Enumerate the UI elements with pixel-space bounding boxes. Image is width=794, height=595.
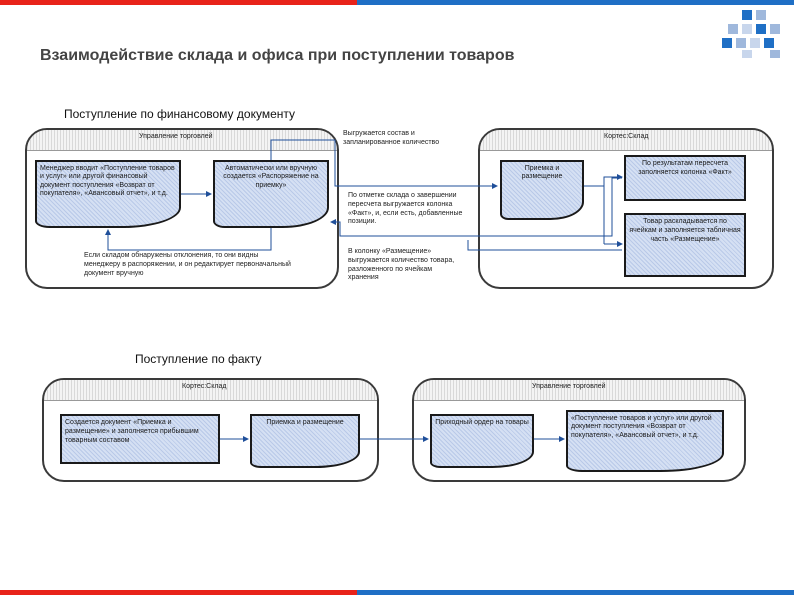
doc-receive-place-2: Приемка и размещение [250, 414, 360, 468]
section1-heading: Поступление по финансовому документу [64, 107, 295, 121]
note-mark: По отметке склада о завершении пересчета… [348, 192, 463, 226]
section2-heading: Поступление по факту [135, 352, 262, 366]
lane-title: Кортес:Склад [604, 133, 649, 140]
doc-auto-order: Автоматически или вручную создается «Рас… [213, 160, 329, 228]
lane-header [44, 380, 377, 401]
top-blue-bar [357, 0, 794, 5]
note-manager-edit: Если складом обнаружены отклонения, то о… [84, 252, 291, 277]
page-title: Взаимодействие склада и офиса при поступ… [40, 47, 515, 64]
note-placement: В колонку «Размещение» выгружается колич… [348, 248, 455, 282]
lane-title: Кортес:Склад [182, 383, 227, 390]
note-unload: Выгружается состав и запланированное кол… [343, 130, 440, 146]
lane-header [480, 130, 772, 151]
doc-incoming-order: Приходный ордер на товары [430, 414, 534, 468]
box-placement: Товар раскладывается по ячейкам и заполн… [624, 213, 746, 277]
lane-title: Управление торговлей [139, 133, 213, 140]
lane-header [27, 130, 337, 151]
box-fact-column: По результатам пересчета заполняется кол… [624, 155, 746, 201]
bottom-red-bar [0, 590, 357, 595]
doc-receipt-docs: «Поступление товаров и услуг» или другой… [566, 410, 724, 472]
lane-title: Управление торговлей [532, 383, 606, 390]
doc-receive-place: Приемка и размещение [500, 160, 584, 220]
doc-manager-input: Менеджер вводит «Поступление товаров и у… [35, 160, 181, 228]
box-create-receipt: Создается документ «Приемка и размещение… [60, 414, 220, 464]
logo-icon [722, 10, 780, 58]
lane-header [414, 380, 744, 401]
top-red-bar [0, 0, 357, 5]
bottom-blue-bar [357, 590, 794, 595]
